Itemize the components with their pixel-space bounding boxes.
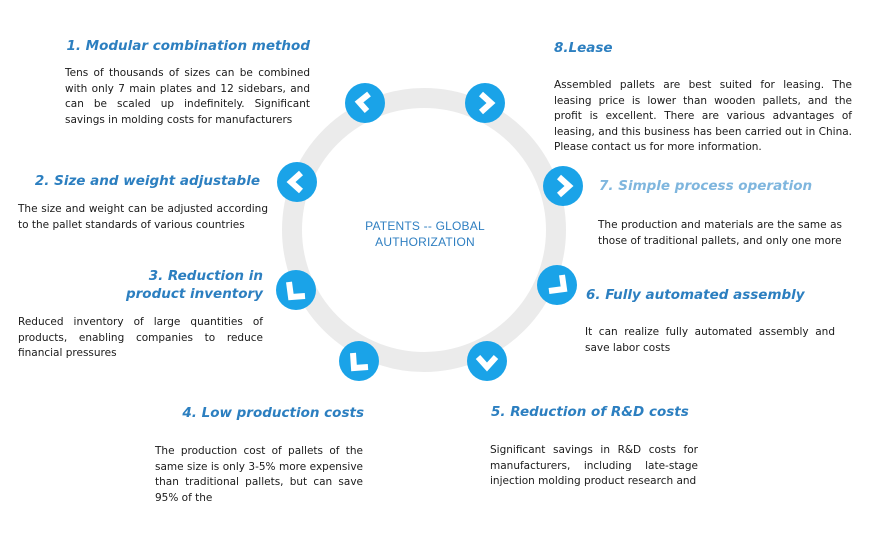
- item-7-text: The production and materials are the sam…: [598, 219, 842, 247]
- node-7: [543, 166, 583, 206]
- chevron-left-icon: [354, 91, 371, 113]
- item-5-title: 5. Reduction of R&D costs: [491, 404, 689, 420]
- item-6-title: 6. Fully automated assembly: [586, 287, 805, 303]
- node-1: [345, 83, 385, 123]
- node-3: [276, 270, 316, 310]
- node-6: [537, 265, 577, 305]
- item-3-title: 3. Reduction in product inventory: [125, 268, 263, 302]
- center-label-line-2: AUTHORIZATION: [375, 235, 475, 249]
- node-4: [339, 341, 379, 381]
- item-4-title: 4. Low production costs: [182, 405, 364, 421]
- item-1-title: 1. Modular combination method: [66, 38, 310, 54]
- chevron-left-icon: [286, 170, 304, 194]
- item-2-text: The size and weight can be adjusted acco…: [18, 203, 268, 231]
- item-3-text: Reduced inventory of large quantities of…: [18, 316, 263, 359]
- node-8: [465, 83, 505, 123]
- node-5: [467, 341, 507, 381]
- item-2-title: 2. Size and weight adjustable: [34, 173, 260, 189]
- item-8-text: Assembled pallets are best suited for le…: [554, 79, 852, 153]
- center-label: PATENTS -- GLOBAL AUTHORIZATION: [345, 218, 505, 250]
- item-8-title: 8.Lease: [554, 40, 613, 56]
- item-4-text: The production cost of pallets of the sa…: [155, 445, 363, 504]
- chevron-down-right-icon: [548, 274, 568, 294]
- item-5-text: Significant savings in R&D costs for man…: [490, 444, 698, 487]
- center-label-line-1: PATENTS -- GLOBAL: [365, 219, 485, 233]
- chevron-right-icon: [556, 174, 574, 198]
- chevron-right-icon: [478, 91, 496, 115]
- chevron-down-icon: [475, 354, 499, 372]
- item-1-text: Tens of thousands of sizes can be combin…: [65, 67, 310, 126]
- chevron-down-left-icon: [286, 281, 306, 301]
- chevron-down-left-icon: [350, 352, 369, 372]
- item-7-title: 7. Simple process operation: [599, 178, 813, 194]
- node-2: [277, 162, 317, 202]
- item-6-text: It can realize fully automated assembly …: [585, 326, 835, 354]
